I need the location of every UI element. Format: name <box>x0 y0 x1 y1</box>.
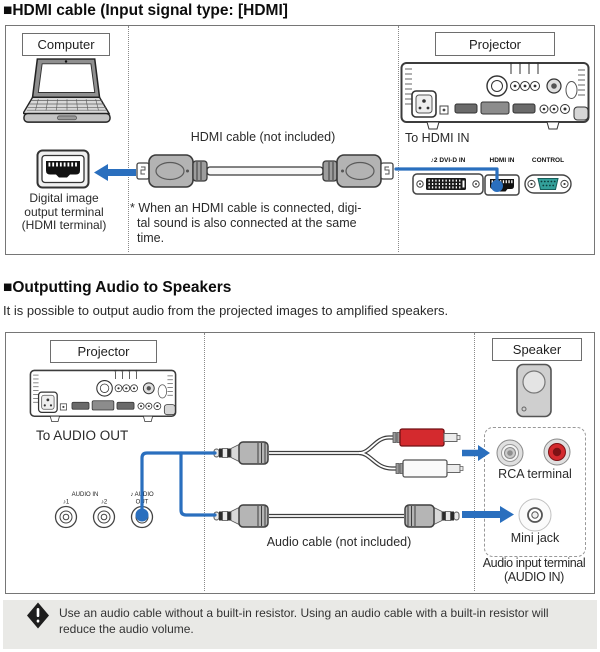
control-port-label: CONTROL <box>531 157 565 164</box>
laptop-icon <box>23 58 111 127</box>
rca-jack-white-icon <box>496 439 524 467</box>
audio-in-jacks-label: AUDIO IN <box>72 492 99 498</box>
hdmi-cable-label: HDMI cable (not included) <box>190 130 336 144</box>
mini-audio-cable-icon <box>213 504 460 528</box>
section2-heading: ■Outputting Audio to Speakers <box>3 279 232 296</box>
divider-dotted <box>128 26 129 252</box>
hdmi-cable-icon <box>136 154 394 188</box>
audio-connection-line <box>135 451 217 522</box>
rca-audio-cable-icon <box>213 428 464 478</box>
speaker-label: Speaker <box>492 338 582 361</box>
control-port-icon <box>524 174 572 194</box>
rca-plug-red <box>392 428 461 447</box>
projector-label-2: Projector <box>50 340 157 363</box>
mini-jack-label: Mini jack <box>510 531 560 545</box>
hdmi-terminal-caption: Digital image output terminal (HDMI term… <box>21 191 107 232</box>
arrow-right-icon <box>462 445 490 461</box>
important-note-text: Use an audio cable without a built-in re… <box>59 606 549 636</box>
hdmi-connection-line <box>394 167 503 192</box>
jack1-label: ♪1 <box>63 500 70 506</box>
rca-plug-white <box>395 459 464 478</box>
projector-label: Projector <box>435 32 555 56</box>
jack2-label: ♪2 <box>101 500 108 506</box>
mini-jack-icon <box>518 498 552 532</box>
divider-dotted <box>474 333 475 591</box>
section1-heading: ■HDMI cable (Input signal type: [HDMI] <box>3 2 288 19</box>
rca-terminal-label: RCA terminal <box>498 467 572 481</box>
speaker-icon <box>516 363 552 418</box>
important-note-box <box>3 600 597 649</box>
dvi-port-icon <box>412 173 484 195</box>
to-hdmi-in-label: To HDMI IN <box>405 131 470 145</box>
hdmi-terminal-icon <box>36 149 90 189</box>
dvi-port-label: ♪2 DVI-D IN <box>430 157 466 164</box>
hdmi-note: * When an HDMI cable is connected, digi-… <box>130 201 362 245</box>
divider-dotted <box>398 26 399 252</box>
rca-jack-red-icon <box>543 438 571 466</box>
speaker-terminals-group <box>484 427 586 557</box>
warning-diamond-icon <box>27 602 49 629</box>
arrow-right-icon <box>462 506 514 523</box>
divider-dotted <box>204 333 205 591</box>
audio-input-terminal-caption: Audio input terminal (AUDIO IN) <box>482 556 586 584</box>
audio-cable-label: Audio cable (not included) <box>266 535 412 549</box>
computer-label: Computer <box>22 33 110 56</box>
arrow-left-icon <box>94 164 136 181</box>
projector-icon-2 <box>28 365 178 424</box>
to-audio-out-label: To AUDIO OUT <box>36 428 129 443</box>
projector-icon <box>399 56 591 132</box>
section2-intro: It is possible to output audio from the … <box>3 303 449 318</box>
hdmi-port-label: HDMI IN <box>489 157 515 164</box>
